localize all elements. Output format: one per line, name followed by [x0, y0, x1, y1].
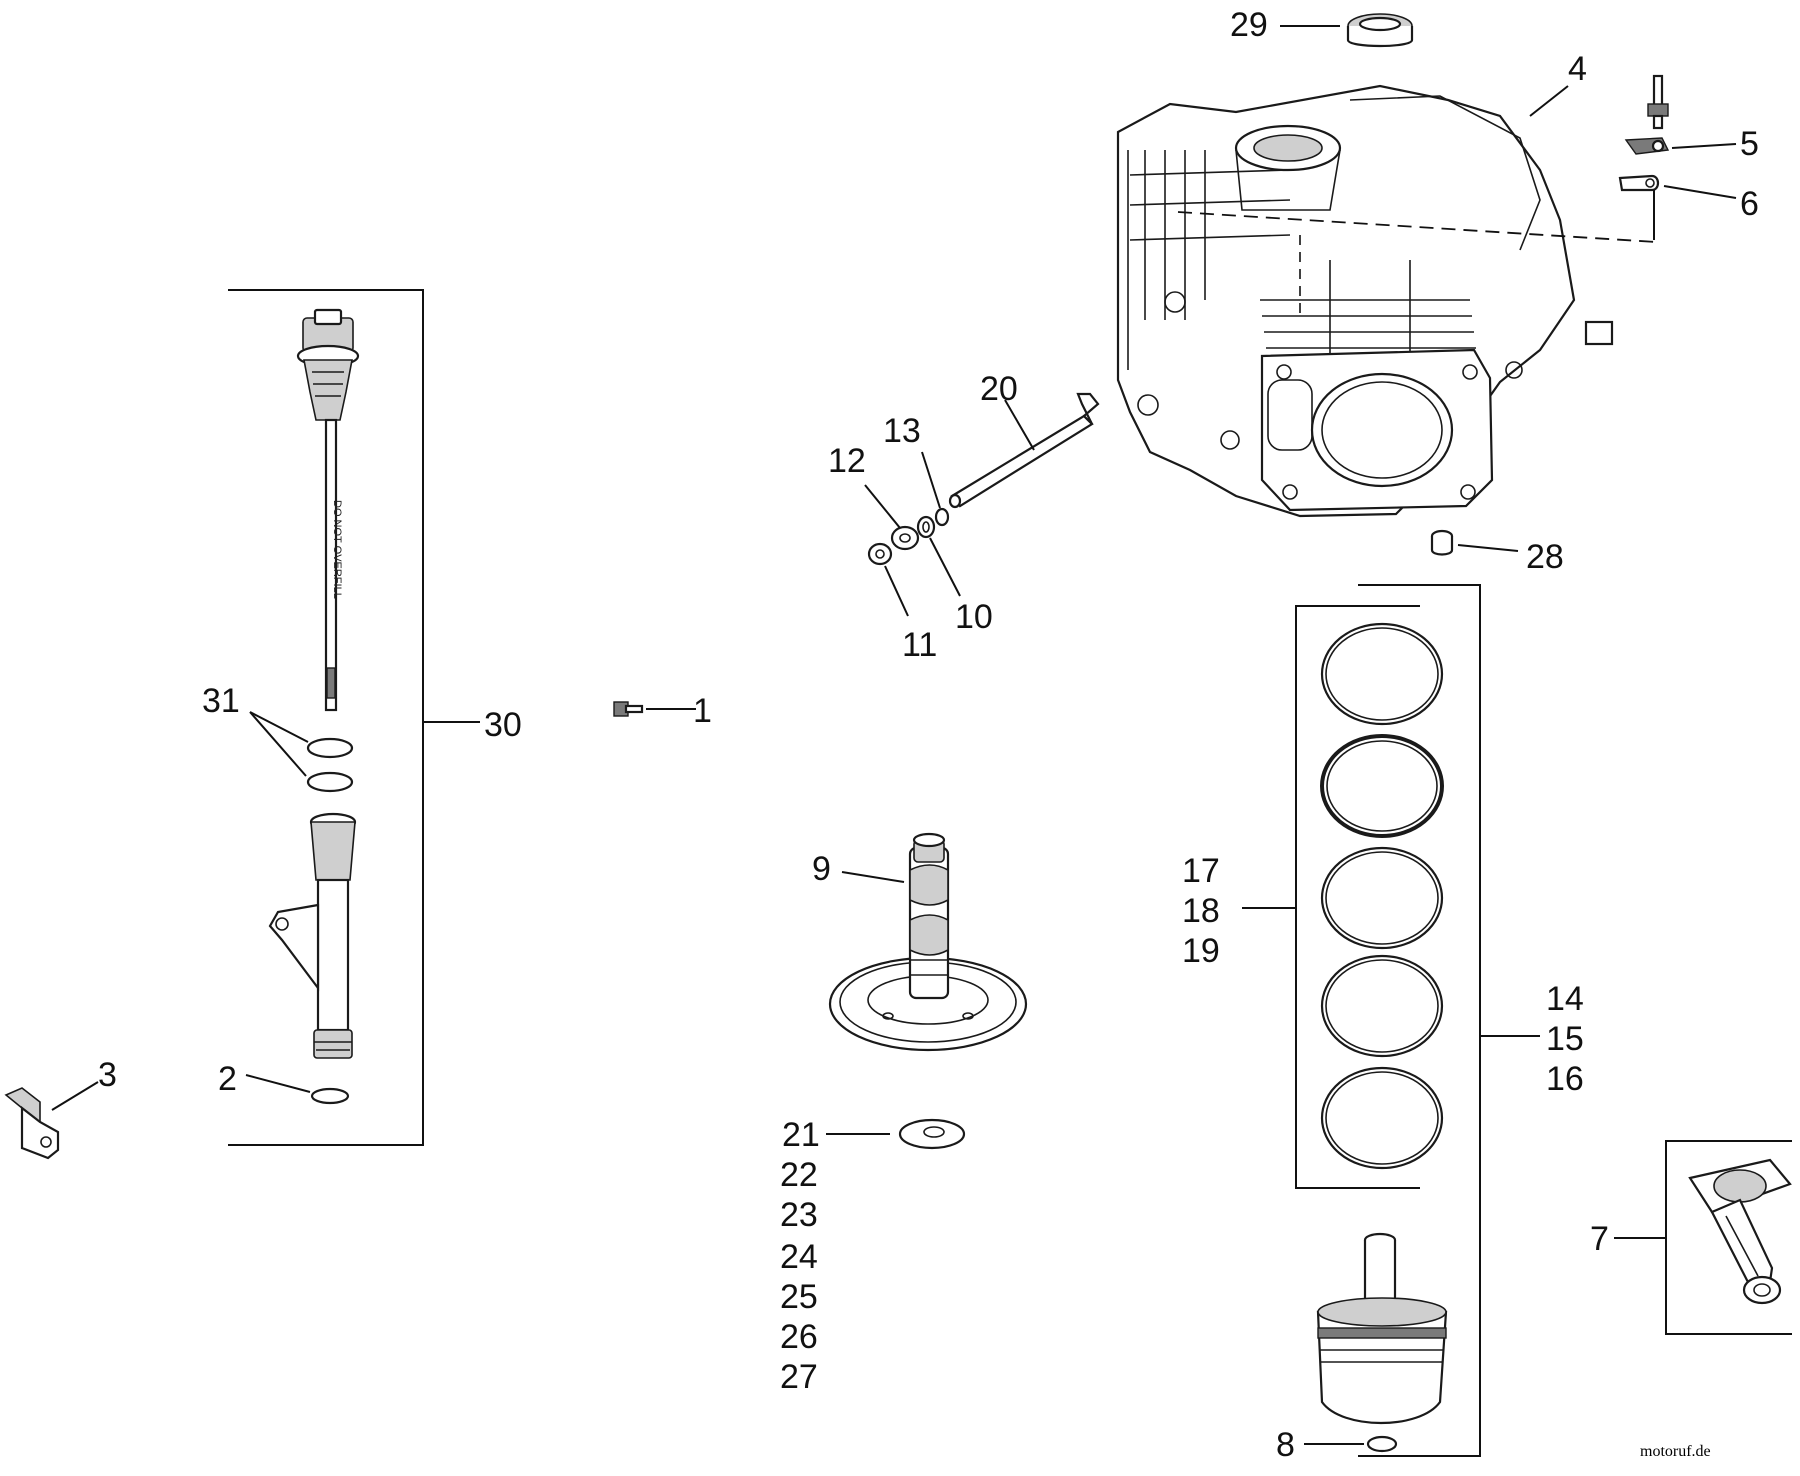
dowel-pin-28 — [1430, 529, 1454, 556]
callout-12: 12 — [828, 442, 866, 480]
callout-7: 7 — [1590, 1220, 1609, 1258]
guide-line-dashed — [1177, 211, 1657, 243]
leader-2 — [245, 1074, 311, 1093]
callout-14: 14 — [1546, 980, 1584, 1018]
leader-3 — [51, 1081, 99, 1111]
callout-18: 18 — [1182, 892, 1220, 930]
bracket-14-16 — [1358, 584, 1481, 1457]
connecting-rod-7 — [1688, 1158, 1792, 1305]
callout-22: 22 — [780, 1156, 818, 1194]
callout-1: 1 — [693, 692, 712, 730]
cylinder-bore — [1310, 372, 1454, 488]
stud-part — [1647, 74, 1669, 130]
crankcase-fins — [1117, 140, 1291, 380]
callout-8: 8 — [1276, 1426, 1295, 1464]
bracket-30 — [228, 289, 424, 1146]
callout-28: 28 — [1526, 538, 1564, 576]
dipstick-cap — [296, 308, 360, 421]
callout-26: 26 — [780, 1318, 818, 1356]
circlip-8 — [1366, 1435, 1398, 1453]
callout-9: 9 — [812, 850, 831, 888]
o-ring-lower — [306, 771, 354, 793]
crankcase-part — [1116, 84, 1657, 518]
dipstick-text: DO NOT OVERFILL — [331, 500, 343, 599]
callout-19: 19 — [1182, 932, 1220, 970]
leader-31-b — [249, 711, 307, 777]
callout-11: 11 — [902, 626, 937, 664]
cylinder-fins — [1260, 260, 1476, 360]
callout-2: 2 — [218, 1060, 237, 1098]
watermark-logo: motoruf.de — [1640, 1443, 1711, 1460]
leader-4 — [1529, 85, 1569, 117]
leader-9 — [841, 871, 905, 883]
callout-24: 24 — [780, 1238, 818, 1276]
callout-16: 16 — [1546, 1060, 1584, 1098]
callout-15: 15 — [1546, 1020, 1584, 1058]
leader-6 — [1663, 185, 1737, 199]
washer-11 — [867, 542, 893, 566]
piston-part — [1316, 1297, 1448, 1424]
clip-13 — [934, 507, 950, 527]
callout-13: 13 — [883, 412, 921, 450]
callout-29: 29 — [1230, 6, 1268, 44]
bolt-1-part — [613, 701, 644, 717]
dipstick-tip — [326, 667, 336, 699]
camshaft-9 — [828, 832, 1028, 1052]
callout-4: 4 — [1568, 50, 1587, 88]
wrist-pin — [1363, 1232, 1397, 1308]
callout-31: 31 — [202, 682, 240, 720]
leader-11 — [884, 565, 909, 617]
clip-6-part — [1618, 174, 1660, 192]
leader-13 — [921, 451, 941, 509]
o-ring-10 — [916, 515, 936, 539]
oil-seal-29 — [1346, 13, 1414, 48]
callout-17: 17 — [1182, 852, 1220, 890]
piston-rings — [1320, 622, 1444, 1170]
leader-5 — [1671, 143, 1737, 149]
leader-12 — [864, 484, 901, 529]
callout-3: 3 — [98, 1056, 117, 1094]
bracket-17-19 — [1295, 605, 1420, 1189]
leader-28 — [1457, 544, 1519, 552]
callout-25: 25 — [780, 1278, 818, 1316]
callout-27: 27 — [780, 1358, 818, 1396]
callout-6: 6 — [1740, 185, 1759, 223]
callout-23: 23 — [780, 1196, 818, 1234]
callout-10: 10 — [955, 598, 993, 636]
washer-12 — [890, 525, 920, 551]
clip-5-part — [1624, 137, 1670, 155]
o-ring-2 — [310, 1087, 350, 1105]
dipstick-assembly-group: DO NOT OVERFILL — [4, 289, 480, 1160]
watermark-text: motoruf.de — [1640, 1443, 1711, 1460]
callout-21: 21 — [782, 1116, 820, 1154]
dipstick-tube — [268, 812, 357, 1059]
bracket-3-part — [4, 1087, 60, 1160]
dipstick-blade — [324, 418, 338, 712]
leader-20 — [1004, 399, 1035, 451]
shim-washer-21 — [898, 1118, 966, 1150]
governor-shaft-20 — [948, 392, 1100, 509]
o-ring-upper — [306, 737, 354, 759]
callout-20: 20 — [980, 370, 1018, 408]
leader-31-a — [249, 711, 309, 743]
callout-5: 5 — [1740, 125, 1759, 163]
callout-30: 30 — [484, 706, 522, 744]
leader-10 — [929, 537, 961, 597]
